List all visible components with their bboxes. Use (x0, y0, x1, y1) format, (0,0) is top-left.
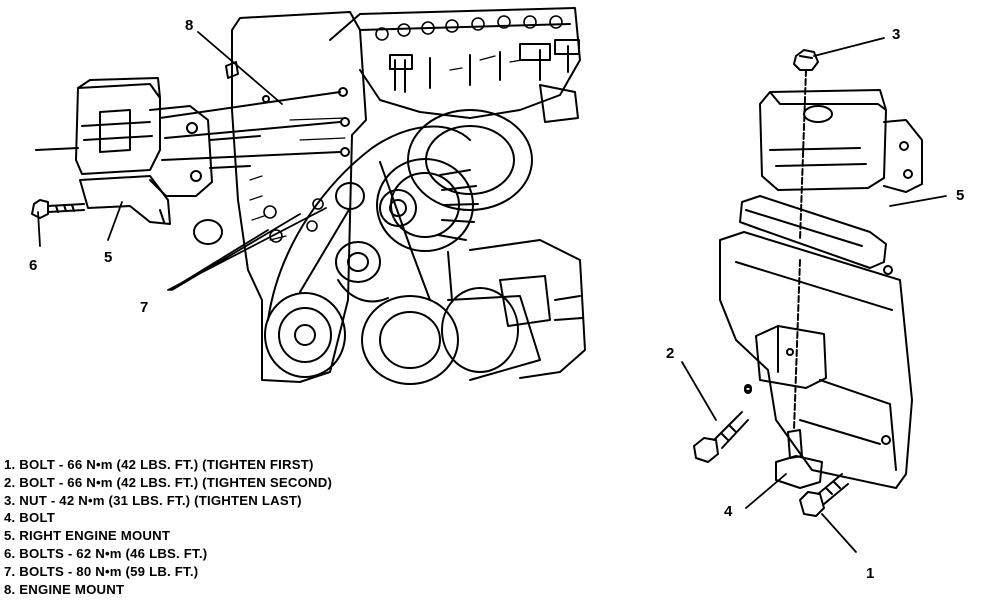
bolt-1 (799, 473, 849, 517)
bolt-2 (693, 384, 752, 463)
callout-3: 3 (892, 26, 900, 43)
nut-3 (793, 49, 819, 71)
parts-legend: 1. BOLT - 66 N•m (42 LBS. FT.) (TIGHTEN … (4, 456, 332, 598)
legend-item-8: 8. ENGINE MOUNT (4, 581, 125, 597)
bolts-7 (263, 198, 324, 243)
leader-lines (37, 31, 947, 553)
right-engine-mount-5 (719, 89, 923, 489)
callout-7: 7 (140, 299, 148, 316)
callout-5-left: 5 (104, 249, 112, 266)
callout-5-right: 5 (956, 187, 964, 204)
legend-item-4: 4. BOLT (4, 510, 55, 526)
callout-2: 2 (666, 345, 674, 362)
legend-item-5: 5. RIGHT ENGINE MOUNT (4, 528, 171, 544)
legend-item-1: 1. BOLT - 66 N•m (42 LBS. FT.) (TIGHTEN … (4, 457, 314, 472)
callout-6: 6 (29, 257, 37, 274)
callout-1: 1 (866, 565, 874, 582)
legend-item-3: 3. NUT - 42 N•m (31 LBS. FT.) (TIGHTEN L… (4, 492, 302, 508)
bolt-6 (31, 199, 85, 219)
engine-mount-8 (35, 77, 341, 225)
callout-8: 8 (185, 17, 193, 34)
legend-item-2: 2. BOLT - 66 N•m (42 LBS. FT.) (TIGHTEN … (4, 474, 333, 490)
legend-item-7: 7. BOLTS - 80 N•m (59 LB. FT.) (4, 563, 199, 579)
legend-item-6: 6. BOLTS - 62 N•m (46 LBS. FT.) (4, 545, 208, 561)
callout-4: 4 (724, 503, 733, 520)
engine-block-illustration (225, 7, 586, 385)
